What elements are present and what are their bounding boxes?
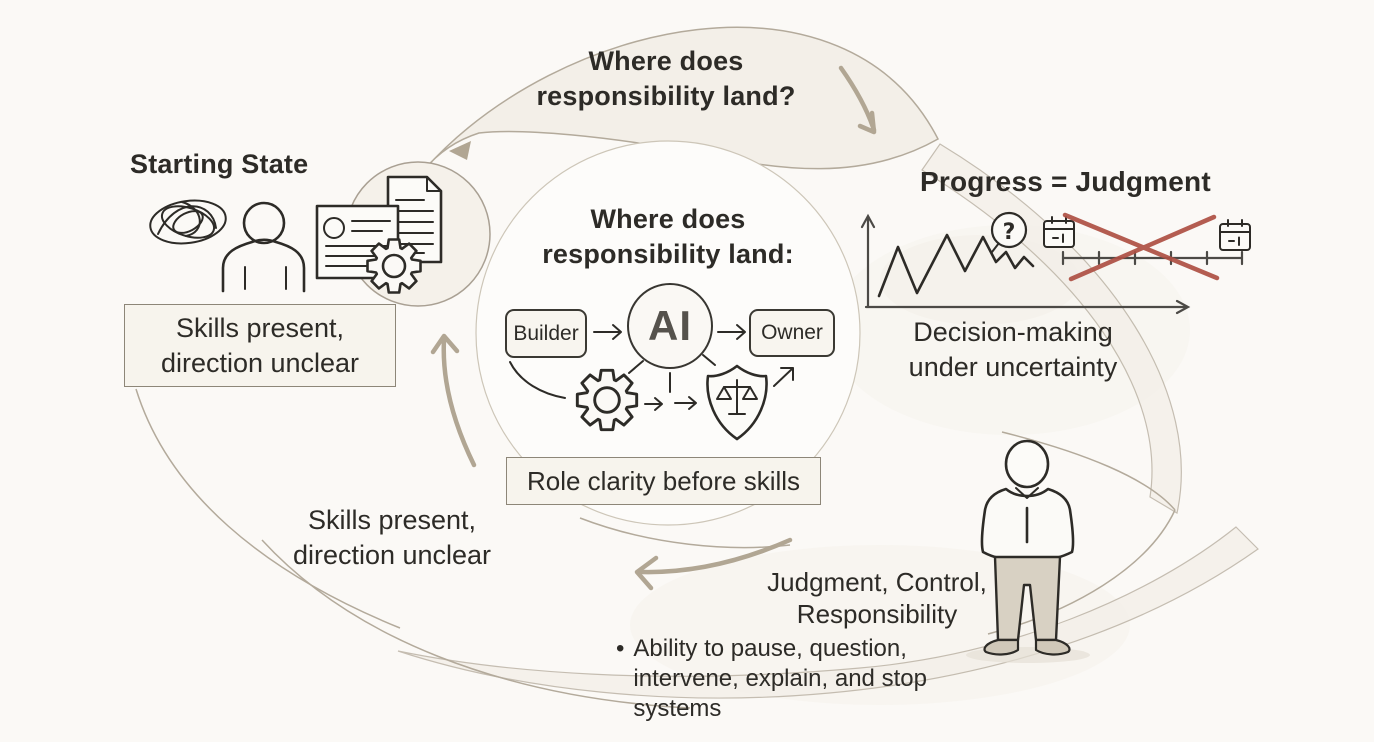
judgment-title-line1: Judgment, Control, bbox=[767, 567, 987, 597]
shield-scales-icon bbox=[706, 364, 768, 441]
judgment-bullet-text: Ability to pause, question, intervene, e… bbox=[633, 635, 927, 723]
tangled-thoughts-icon bbox=[149, 199, 227, 245]
arrow-right-icon-1 bbox=[593, 324, 622, 340]
cycle-band-right bbox=[921, 143, 1182, 514]
question-circle-icon: ? bbox=[990, 211, 1028, 249]
arrow-up-icon bbox=[430, 333, 477, 468]
arrow-right-icon-2 bbox=[717, 324, 746, 340]
arrow-down-right-icon bbox=[838, 65, 877, 135]
arrow-left-small-icon bbox=[449, 141, 471, 160]
calendar-icon-right bbox=[1219, 219, 1251, 251]
cycle-bottom-caption: Skills present, direction unclear bbox=[268, 503, 516, 572]
bullet-glyph: • bbox=[616, 635, 625, 662]
decision-caption: Decision-making under uncertainty bbox=[881, 315, 1145, 384]
red-cross-icon bbox=[1062, 212, 1220, 282]
center-title-line2: responsibility land: bbox=[542, 239, 794, 270]
gear-icon-left bbox=[366, 238, 422, 294]
gear-icon-center bbox=[575, 368, 639, 432]
starting-state-caption-line2: direction unclear bbox=[160, 347, 360, 378]
decision-caption-line2: under uncertainty bbox=[908, 351, 1118, 382]
starting-state-caption-line1: Skills present, bbox=[175, 312, 345, 343]
cycle-arrows bbox=[430, 65, 877, 591]
standing-person-icon bbox=[966, 439, 1090, 663]
svg-text:?: ? bbox=[1003, 220, 1016, 245]
zigzag-chart-icon bbox=[860, 213, 1191, 315]
judgment-title: Judgment, Control, Responsibility bbox=[736, 566, 1018, 630]
cycle-bottom-caption-line2: direction unclear bbox=[292, 539, 492, 570]
person-icon bbox=[221, 201, 306, 293]
builder-node: Builder bbox=[505, 309, 587, 358]
cycle-band-bottom bbox=[397, 526, 1259, 699]
starting-state-title: Starting State bbox=[130, 149, 309, 179]
ai-node: AI bbox=[627, 283, 713, 369]
cycle-band-top bbox=[423, 26, 939, 171]
role-clarity-box: Role clarity before skills bbox=[506, 457, 821, 505]
top-arc-title-line2: responsibility land? bbox=[536, 81, 796, 112]
center-connectors bbox=[509, 324, 794, 411]
owner-node: Owner bbox=[749, 309, 835, 357]
judgment-bullet-item: • Ability to pause, question, intervene,… bbox=[616, 634, 1018, 725]
center-title: Where does responsibility land: bbox=[518, 202, 818, 272]
decision-caption-line1: Decision-making bbox=[913, 317, 1113, 347]
cycle-bottom-caption-line1: Skills present, bbox=[307, 505, 477, 535]
starting-state-caption-box: Skills present, direction unclear bbox=[124, 304, 396, 387]
judgment-title-line2: Responsibility bbox=[796, 599, 958, 630]
progress-title: Progress = Judgment bbox=[920, 166, 1211, 197]
arrow-left-icon bbox=[634, 537, 793, 591]
arrow-up-right-icon bbox=[773, 367, 794, 387]
top-arc-title-line1: Where does bbox=[588, 46, 744, 76]
top-arc-title: Where does responsibility land? bbox=[491, 44, 841, 114]
calendar-icon-left bbox=[1043, 216, 1075, 248]
center-title-line1: Where does bbox=[590, 204, 746, 234]
